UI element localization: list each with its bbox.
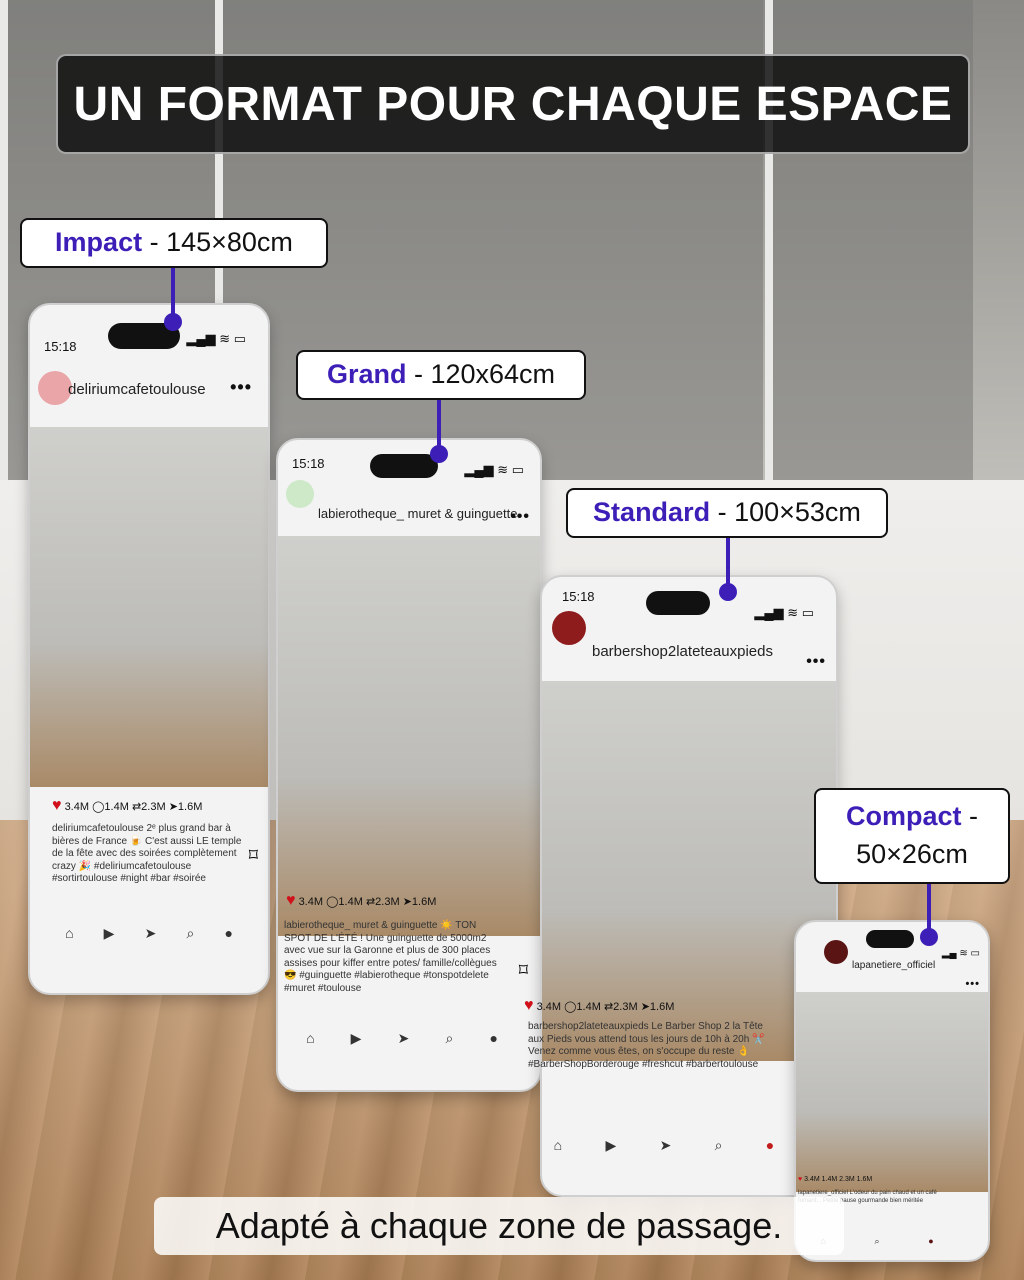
home-icon: ⌂ xyxy=(65,925,74,941)
status-time: 15:18 xyxy=(44,339,77,354)
comment-icon: ◯ xyxy=(326,896,339,908)
status-icons: ▂▄ ≋ ▭ xyxy=(941,948,980,959)
more-icon: ••• xyxy=(230,377,252,397)
reels-icon: ▶ xyxy=(605,1137,617,1153)
label-connector xyxy=(437,398,441,450)
search-icon: ⌕ xyxy=(874,1236,880,1246)
search-icon: ⌕ xyxy=(186,925,195,941)
heart-icon: ♥ xyxy=(798,1176,803,1183)
post-stats: ♥ 3.4M ◯1.4M ⇄2.3M ➤1.6M xyxy=(524,997,675,1014)
status-time: 15:18 xyxy=(562,589,595,604)
footer-text: Adapté à chaque zone de passage. xyxy=(215,1205,783,1246)
post-stats: ♥ 3.4M ◯1.4M ⇄2.3M ➤1.6M xyxy=(52,797,203,814)
heart-icon: ♥ xyxy=(52,797,62,814)
post-caption: deliriumcafetoulouse 2ᵉ plus grand bar à… xyxy=(52,823,242,884)
dynamic-island xyxy=(370,454,438,478)
search-icon: ⌕ xyxy=(445,1030,454,1046)
home-icon: ⌂ xyxy=(306,1030,315,1046)
send-icon: ➤ xyxy=(659,1137,672,1153)
label-impact: Impact - 145×80cm xyxy=(20,218,328,268)
post-caption: labierotheque_ muret & guinguette ☀️ TON… xyxy=(284,920,497,994)
label-connector xyxy=(726,536,730,588)
footer-banner: Adapté à chaque zone de passage. xyxy=(154,1197,844,1255)
bottom-nav: ⌂ ▶ ➤ ⌕ ● xyxy=(532,1137,796,1154)
dynamic-island xyxy=(646,591,710,615)
profile-icon: ● xyxy=(489,1030,498,1046)
status-icons: ▂▄▆ ≋ ▭ xyxy=(464,462,524,477)
page-title: UN FORMAT POUR CHAQUE ESPACE xyxy=(73,77,953,131)
username: labierotheque_ muret & guinguette xyxy=(318,506,518,521)
send-icon: ➤ xyxy=(168,801,178,813)
profile-icon: ● xyxy=(765,1137,775,1153)
search-icon: ⌕ xyxy=(714,1137,723,1153)
mirror-compact: ▂▄ ≋ ▭ lapanetiere_officiel ••• ♥ 3.4M 1… xyxy=(794,920,990,1262)
label-compact: Compact -50×26cm xyxy=(814,788,1010,884)
title-banner: UN FORMAT POUR CHAQUE ESPACE xyxy=(56,54,970,154)
send-icon: ➤ xyxy=(402,896,412,908)
mirror-surface xyxy=(30,427,268,787)
send-icon: ➤ xyxy=(397,1030,410,1046)
connector-dot xyxy=(920,928,938,946)
bottom-nav: ⌂ ▶ ➤ ⌕ ● xyxy=(50,925,248,942)
avatar xyxy=(552,611,586,645)
comment-icon: ◯ xyxy=(92,801,105,813)
dynamic-island xyxy=(866,930,914,948)
bookmark-icon: ⌑ xyxy=(248,845,258,865)
profile-icon: ● xyxy=(928,1236,934,1246)
mirror-surface xyxy=(796,992,988,1192)
avatar xyxy=(38,371,72,405)
connector-dot xyxy=(164,313,182,331)
bottom-nav: ⌂ ▶ ➤ ⌕ ● xyxy=(288,1030,516,1047)
post-caption: lapanetiere_officiel L'odeur du pain cha… xyxy=(798,1190,937,1204)
repost-icon: ⇄ xyxy=(365,896,376,908)
status-icons: ▂▄▆ ≋ ▭ xyxy=(754,605,814,620)
send-icon: ➤ xyxy=(144,925,157,941)
home-icon: ⌂ xyxy=(553,1137,563,1153)
more-icon: ••• xyxy=(510,508,530,525)
username: barbershop2lateteauxpieds xyxy=(592,643,773,660)
connector-dot xyxy=(430,445,448,463)
more-icon: ••• xyxy=(806,653,826,670)
post-stats: ♥ 3.4M ◯1.4M ⇄2.3M ➤1.6M xyxy=(286,892,437,909)
mirror-grand: 15:18 ▂▄▆ ≋ ▭ labierotheque_ muret & gui… xyxy=(276,438,542,1092)
avatar xyxy=(286,480,314,508)
repost-icon: ⇄ xyxy=(131,801,142,813)
post-caption: barbershop2lateteauxpieds Le Barber Shop… xyxy=(528,1021,765,1070)
bookmark-icon: ⌑ xyxy=(518,960,528,980)
label-standard: Standard - 100×53cm xyxy=(566,488,888,538)
username: deliriumcafetoulouse xyxy=(68,381,206,398)
more-icon: ••• xyxy=(965,978,980,990)
avatar xyxy=(824,940,848,964)
heart-icon: ♥ xyxy=(524,997,534,1014)
post-stats: ♥ 3.4M 1.4M 2.3M 1.6M xyxy=(798,1176,873,1183)
mirror-standard: 15:18 ▂▄▆ ≋ ▭ barbershop2lateteauxpieds … xyxy=(524,575,838,1197)
label-connector xyxy=(171,266,175,318)
status-icons: ▂▄▆ ≋ ▭ xyxy=(186,331,246,346)
profile-icon: ● xyxy=(224,925,233,941)
mirror-surface xyxy=(542,681,836,1061)
username: lapanetiere_officiel xyxy=(852,960,936,971)
send-icon: ➤ xyxy=(640,1001,650,1013)
label-connector xyxy=(927,882,931,932)
reels-icon: ▶ xyxy=(103,925,115,941)
comment-icon: ◯ xyxy=(564,1001,577,1013)
heart-icon: ♥ xyxy=(286,892,296,909)
repost-icon: ⇄ xyxy=(603,1001,614,1013)
label-grand: Grand - 120x64cm xyxy=(296,350,586,400)
status-time: 15:18 xyxy=(292,456,325,471)
mirror-surface xyxy=(278,536,540,936)
mirror-impact: 15:18 ▂▄▆ ≋ ▭ deliriumcafetoulouse ••• ♥… xyxy=(28,303,270,995)
reels-icon: ▶ xyxy=(350,1030,362,1046)
connector-dot xyxy=(719,583,737,601)
